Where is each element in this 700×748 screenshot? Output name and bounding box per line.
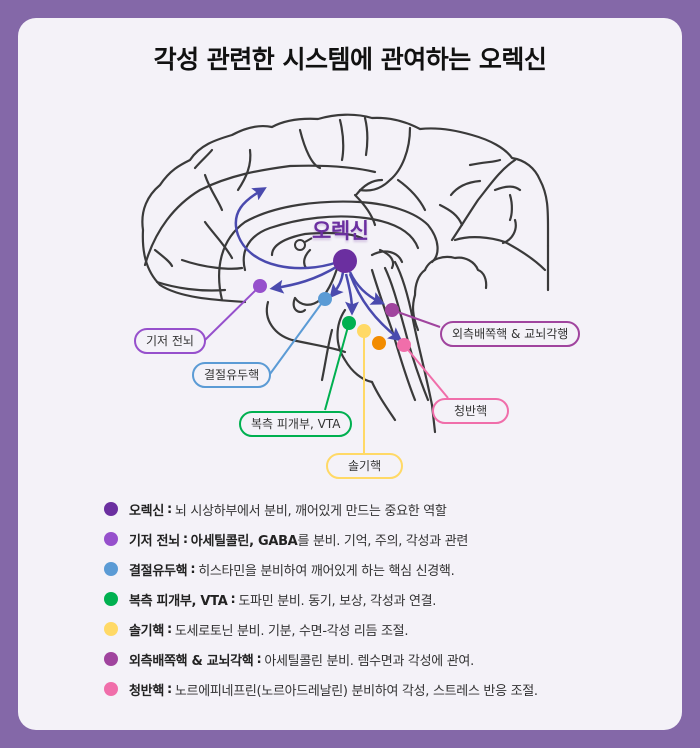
orexin-dot: [333, 249, 357, 273]
legend: 오렉신:뇌 시상하부에서 분비, 깨어있게 만드는 중요한 역할 기저 전뇌:아…: [104, 494, 538, 704]
orange-dot: [372, 336, 386, 350]
infographic-card: [18, 18, 682, 730]
ldt-ppt-dot: [385, 303, 399, 317]
connector-lines: [204, 285, 449, 453]
label-tmn: 결절유두핵: [192, 362, 272, 388]
label-basal-forebrain: 기저 전뇌: [134, 328, 206, 354]
label-ldt-ppt: 외측배쪽핵 & 교뇌각행: [440, 321, 581, 347]
bullet-icon: [104, 682, 118, 696]
bullet-icon: [104, 622, 118, 636]
legend-item-lc: 청반핵:노르에피네프린(노르아드레날린) 분비하여 각성, 스트레스 반응 조절…: [104, 674, 538, 704]
orexin-projection-arrows: [234, 187, 403, 342]
lc-dot: [397, 338, 411, 352]
basal-forebrain-dot: [253, 279, 267, 293]
bullet-icon: [104, 562, 118, 576]
label-vta: 복측 피개부, VTA: [239, 411, 353, 437]
bullet-icon: [104, 652, 118, 666]
vta-dot: [342, 316, 356, 330]
brain-diagram: [141, 113, 550, 453]
page-title: 각성 관련한 시스템에 관여하는 오렉신: [153, 45, 547, 74]
legend-item-vta: 복측 피개부, VTA:도파민 분비. 동기, 보상, 각성과 연결.: [104, 584, 538, 614]
small-hollow-circle: [294, 239, 306, 251]
legend-item-raphe: 솔기핵:도세로토닌 분비. 기분, 수면-각성 리듬 조절.: [104, 614, 538, 644]
bullet-icon: [104, 592, 118, 606]
label-lc: 청반핵: [432, 398, 510, 424]
tmn-dot: [318, 292, 332, 306]
legend-item-ldt-ppt: 외측배쪽핵 & 교뇌각핵:아세틸콜린 분비. 렘수면과 각성에 관여.: [104, 644, 538, 674]
bullet-icon: [104, 532, 118, 546]
legend-item-tmn: 결절유두핵:히스타민을 분비하여 깨어있게 하는 핵심 신경핵.: [104, 554, 538, 584]
label-raphe: 솔기핵: [326, 453, 404, 479]
raphe-dot: [357, 324, 371, 338]
brain-outline: [141, 113, 550, 434]
orexin-center-label: 오렉신: [312, 219, 369, 243]
bullet-icon: [104, 502, 118, 516]
legend-item-orexin: 오렉신:뇌 시상하부에서 분비, 깨어있게 만드는 중요한 역할: [104, 494, 538, 524]
